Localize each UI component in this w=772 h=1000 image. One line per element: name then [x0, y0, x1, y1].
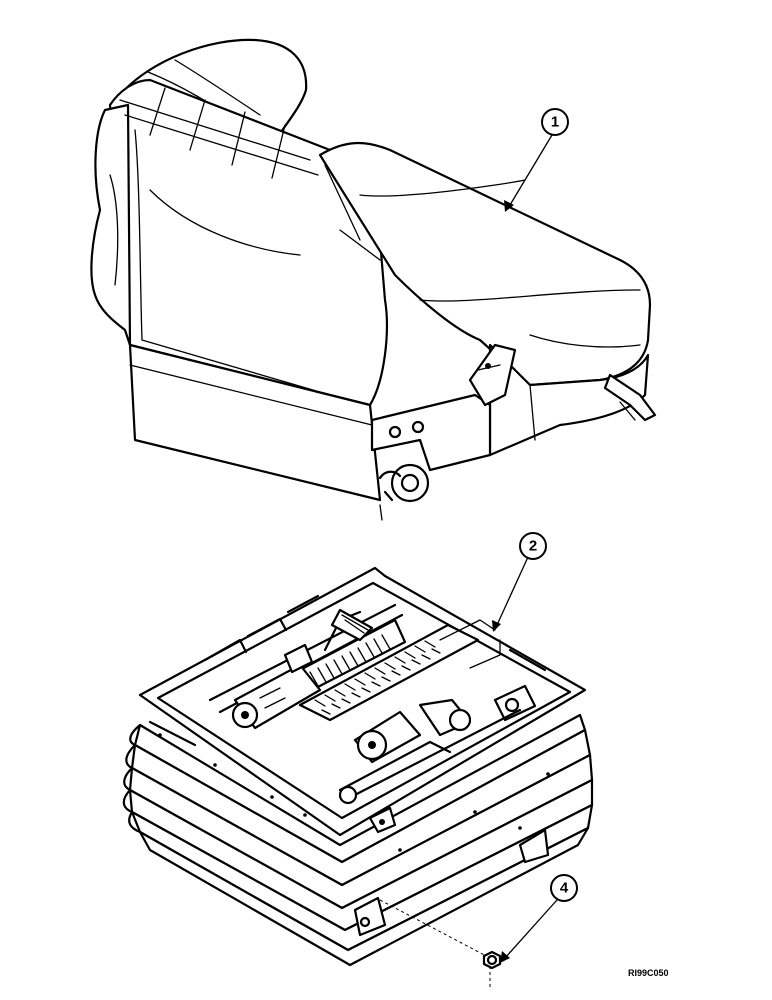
callout-4: 4 — [550, 874, 578, 902]
callout-1-label: 1 — [551, 114, 559, 131]
callout-1: 1 — [541, 108, 569, 136]
reference-code: RI99C050 — [628, 968, 669, 978]
seat-assembly — [90, 38, 657, 521]
callout-2: 2 — [519, 532, 547, 560]
nut-part — [379, 899, 502, 990]
suspension-base-assembly — [122, 566, 594, 967]
leader-lines — [492, 134, 558, 963]
callout-2-label: 2 — [529, 538, 537, 555]
callout-4-label: 4 — [560, 880, 569, 897]
